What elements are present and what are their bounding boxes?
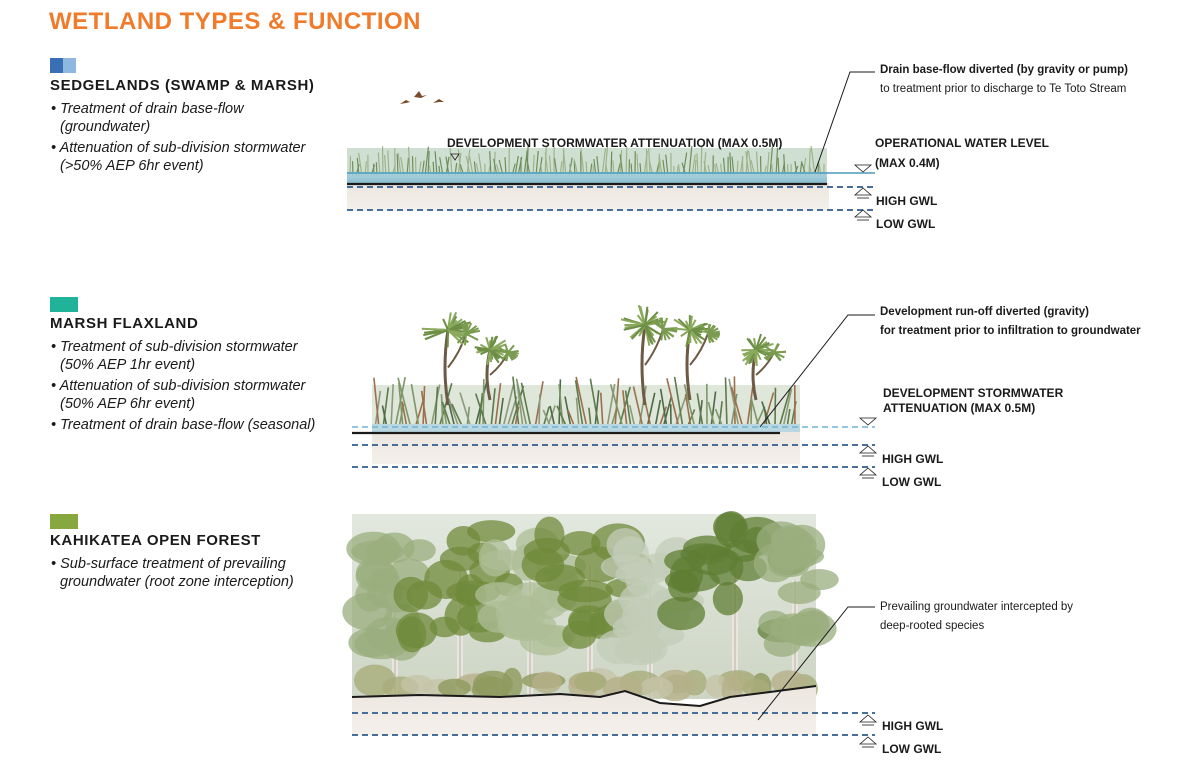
marsh-attenuation-label: DEVELOPMENT STORMWATER ATTENUATION (MAX …: [883, 386, 1063, 416]
marsh-callout: Development run-off diverted (gravity) f…: [880, 303, 1141, 341]
marsh-bullet-1: • Treatment of sub-division stormwater (…: [51, 339, 298, 373]
kahikatea-section-diagram: [342, 510, 878, 748]
sedgeland-callout-line1: Drain base-flow diverted (by gravity or …: [880, 64, 1128, 76]
forest-callout: Prevailing groundwater intercepted by de…: [880, 598, 1073, 636]
forest-low-gwl-label: LOW GWL: [882, 742, 942, 756]
cabbage-tree-icon: [421, 304, 787, 406]
kahikatea-bullets: • Sub-surface treatment of prevailing gr…: [51, 555, 321, 594]
sedgelands-bullet-2: • Attenuation of sub-division stormwater…: [51, 140, 306, 174]
sedgeland-callout: Drain base-flow diverted (by gravity or …: [880, 61, 1128, 99]
marsh-bullet-3: • Treatment of drain base-flow (seasonal…: [51, 417, 316, 433]
sedgelands-bullets: • Treatment of drain base-flow (groundwa…: [51, 100, 331, 178]
swatch-light-blue: [63, 58, 76, 73]
marsh-callout-line1: Development run-off diverted (gravity): [880, 306, 1089, 318]
kahikatea-bullet-1: • Sub-surface treatment of prevailing gr…: [51, 556, 294, 590]
sedgeland-high-gwl-label: HIGH GWL: [876, 194, 938, 208]
sedgeland-attenuation-label: DEVELOPMENT STORMWATER ATTENUATION (MAX …: [447, 136, 783, 150]
sedgeland-water: [347, 172, 827, 183]
sedgeland-low-gwl-label: LOW GWL: [876, 217, 936, 231]
birds-icon: [400, 91, 444, 104]
forest-high-gwl-label: HIGH GWL: [882, 719, 944, 733]
marsh-attenuation-line2: ATTENUATION (MAX 0.5M): [883, 401, 1036, 415]
teal-square-icon: [50, 297, 78, 312]
operational-water-level-label: OPERATIONAL WATER LEVEL (MAX 0.4M): [875, 133, 1049, 173]
operational-water-level-line2: (MAX 0.4M): [875, 156, 940, 170]
forest-callout-line1: Prevailing groundwater intercepted by: [880, 601, 1074, 613]
marsh-high-gwl-label: HIGH GWL: [882, 452, 944, 466]
marsh-soil: [372, 432, 800, 464]
forest-callout-line2: deep-rooted species: [880, 620, 985, 632]
page-title: WETLAND TYPES & FUNCTION: [49, 8, 421, 35]
marsh-callout-line2: for treatment prior to infiltration to g…: [880, 325, 1141, 337]
sedgelands-heading: SEDGELANDS (SWAMP & MARSH): [50, 77, 315, 94]
marsh-flaxland-heading: MARSH FLAXLAND: [50, 315, 199, 332]
marsh-bullet-2: • Attenuation of sub-division stormwater…: [51, 378, 306, 412]
sedgelands-bullet-1: • Treatment of drain base-flow (groundwa…: [51, 101, 244, 135]
marsh-low-gwl-label: LOW GWL: [882, 475, 942, 489]
operational-water-level-line1: OPERATIONAL WATER LEVEL: [875, 136, 1050, 150]
kahikatea-tree-icon: [342, 510, 839, 706]
kahikatea-heading: KAHIKATEA OPEN FOREST: [50, 532, 261, 549]
sedgelands-swatch-icon: [50, 58, 76, 73]
sedgeland-callout-line2: to treatment prior to discharge to Te To…: [880, 83, 1127, 95]
marsh-attenuation-line1: DEVELOPMENT STORMWATER: [883, 386, 1064, 400]
forest-soil: [352, 686, 816, 735]
marsh-flaxland-section-diagram: [352, 304, 878, 479]
marsh-flaxland-bullets: • Treatment of sub-division stormwater (…: [51, 338, 341, 437]
green-square-icon: [50, 514, 78, 529]
level-marker-icons-2: [858, 417, 878, 479]
swatch-dark-blue: [50, 58, 63, 73]
sedgelands-section-diagram: [347, 71, 875, 221]
level-marker-icons-3: [858, 714, 878, 748]
level-marker-icons: [450, 153, 873, 221]
